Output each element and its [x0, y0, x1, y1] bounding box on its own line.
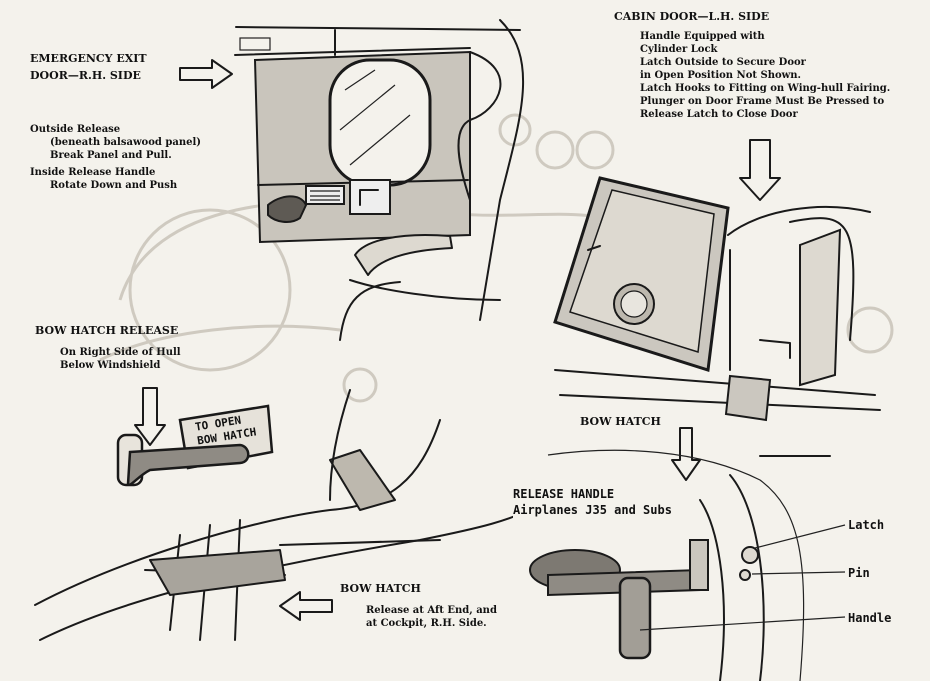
emergency-exit-title-line1: EMERGENCY EXIT: [30, 52, 147, 65]
outside-release-note: (beneath balsawood panel): [50, 137, 202, 148]
emergency-exit-arrow: [179, 59, 233, 89]
inside-release-label: Inside Release Handle: [30, 167, 156, 178]
cabin-door-drawing: [553, 139, 881, 422]
cabin-door-line1: Handle Equipped with: [640, 31, 765, 42]
callout-handle: Handle: [848, 611, 892, 625]
cabin-door-title: CABIN DOOR—L.H. SIDE: [614, 10, 770, 23]
bow-hatch-release-title: BOW HATCH RELEASE: [35, 324, 179, 337]
bow-hatch-left-title: BOW HATCH: [340, 582, 421, 595]
bow-hatch-left-instructions: Release at Aft End, and at Cockpit, R.H.…: [366, 604, 497, 630]
release-handle-drawing: [529, 427, 846, 681]
bow-hatch-left-line2: at Cockpit, R.H. Side.: [366, 618, 487, 629]
emergency-exit-title-line2: DOOR—R.H. SIDE: [30, 69, 141, 82]
release-handle-title-text: RELEASE HANDLE: [513, 487, 615, 501]
cabin-door-line5: Latch Hooks to Fitting on Wing-hull Fair…: [640, 83, 891, 94]
callout-pin: Pin: [848, 566, 870, 580]
cabin-door-line3: Latch Outside to Secure Door: [640, 57, 806, 68]
emergency-exit-instructions: Outside Release (beneath balsawood panel…: [30, 123, 201, 192]
cabin-door-line6: Plunger on Door Frame Must Be Pressed to: [640, 96, 885, 107]
cabin-door-line2: Cylinder Lock: [640, 44, 718, 55]
bow-hatch-release-instructions: On Right Side of Hull Below Windshield: [60, 346, 181, 372]
release-handle-subtitle: Airplanes J35 and Subs: [513, 503, 672, 517]
callout-latch: Latch: [848, 518, 885, 532]
bow-hatch-left-line1: Release at Aft End, and: [366, 605, 497, 616]
bow-hatch-right-title: BOW HATCH: [580, 415, 661, 428]
inside-release-action: Rotate Down and Push: [50, 180, 178, 191]
cabin-door-instructions: Handle Equipped with Cylinder Lock Latch…: [640, 30, 890, 121]
bow-hatch-arrow: [279, 591, 333, 621]
emergency-exit-door-drawing: [234, 19, 525, 341]
cabin-door-line7: Release Latch to Close Door: [640, 109, 798, 120]
outside-release-action: Break Panel and Pull.: [50, 150, 172, 161]
cabin-door-line4: in Open Position Not Shown.: [640, 70, 801, 81]
release-handle-title: RELEASE HANDLE Airplanes J35 and Subs: [513, 486, 678, 518]
bow-hatch-release-drawing: [34, 387, 546, 641]
bow-hatch-release-line2: Below Windshield: [60, 360, 161, 371]
emergency-exit-title: EMERGENCY EXIT DOOR—R.H. SIDE: [30, 50, 147, 84]
bow-hatch-release-line1: On Right Side of Hull: [60, 347, 181, 358]
background-aircraft-ghost: [99, 113, 894, 403]
outside-release-label: Outside Release: [30, 124, 121, 135]
